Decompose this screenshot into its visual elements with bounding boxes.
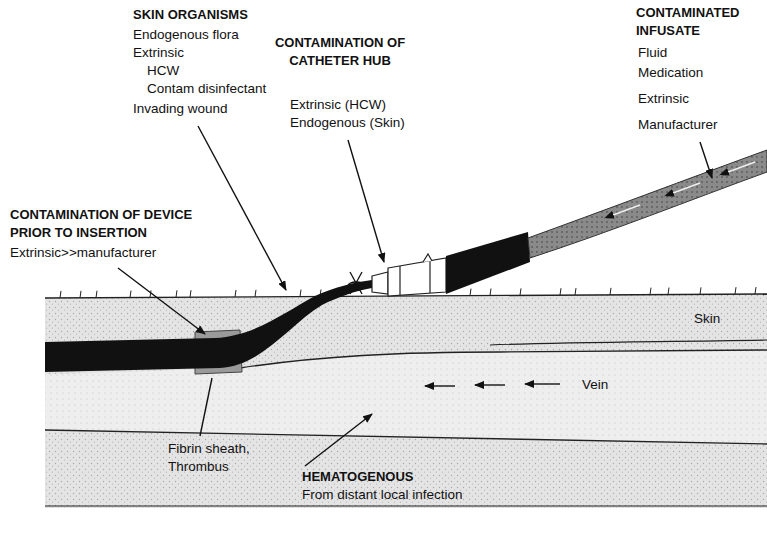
heading-label: CONTAMINATED INFUSATE bbox=[636, 4, 762, 40]
source-label: Manufacturer bbox=[638, 116, 718, 134]
tubing-connector bbox=[446, 232, 530, 294]
source-label: Extrinsic>>manufacturer bbox=[10, 244, 156, 262]
source-label: Extrinsic bbox=[638, 90, 689, 108]
source-label: Invading wound bbox=[133, 100, 228, 118]
catheter bbox=[45, 280, 372, 372]
tissue-boundary bbox=[490, 340, 767, 345]
heading-label: CONTAMINATION OF CATHETER HUB bbox=[272, 34, 408, 70]
source-label: Extrinsic bbox=[133, 44, 184, 62]
infusate-flow-arrows bbox=[605, 162, 755, 218]
suture bbox=[348, 272, 364, 294]
infusion-tubing bbox=[528, 150, 767, 258]
heading-label: SKIN ORGANISMS bbox=[133, 6, 248, 24]
vein-wall bbox=[240, 350, 767, 368]
vein-wall bbox=[45, 430, 767, 444]
source-label: HCW bbox=[147, 62, 179, 80]
structure-label: Fibrin sheath, Thrombus bbox=[168, 440, 272, 476]
source-label: Endogenous flora bbox=[133, 26, 239, 44]
source-label: Endogenous (Skin) bbox=[290, 114, 405, 132]
source-label: Fluid bbox=[638, 44, 667, 62]
source-label: From distant local infection bbox=[302, 486, 463, 504]
tissue-label: Skin bbox=[694, 310, 720, 328]
source-label: Contam disinfectant bbox=[147, 80, 266, 98]
tissue-label: Vein bbox=[582, 376, 608, 394]
blood-flow-arrows bbox=[425, 384, 560, 386]
tissue-boundary bbox=[45, 505, 767, 506]
heading-label: HEMATOGENOUS bbox=[302, 468, 413, 486]
source-label: Extrinsic (HCW) bbox=[290, 96, 386, 114]
source-label: Medication bbox=[638, 64, 703, 82]
skin-tissue bbox=[45, 294, 767, 508]
leader-arrows bbox=[118, 126, 712, 466]
heading-label: CONTAMINATION OF DEVICE PRIOR TO INSERTI… bbox=[10, 206, 218, 242]
